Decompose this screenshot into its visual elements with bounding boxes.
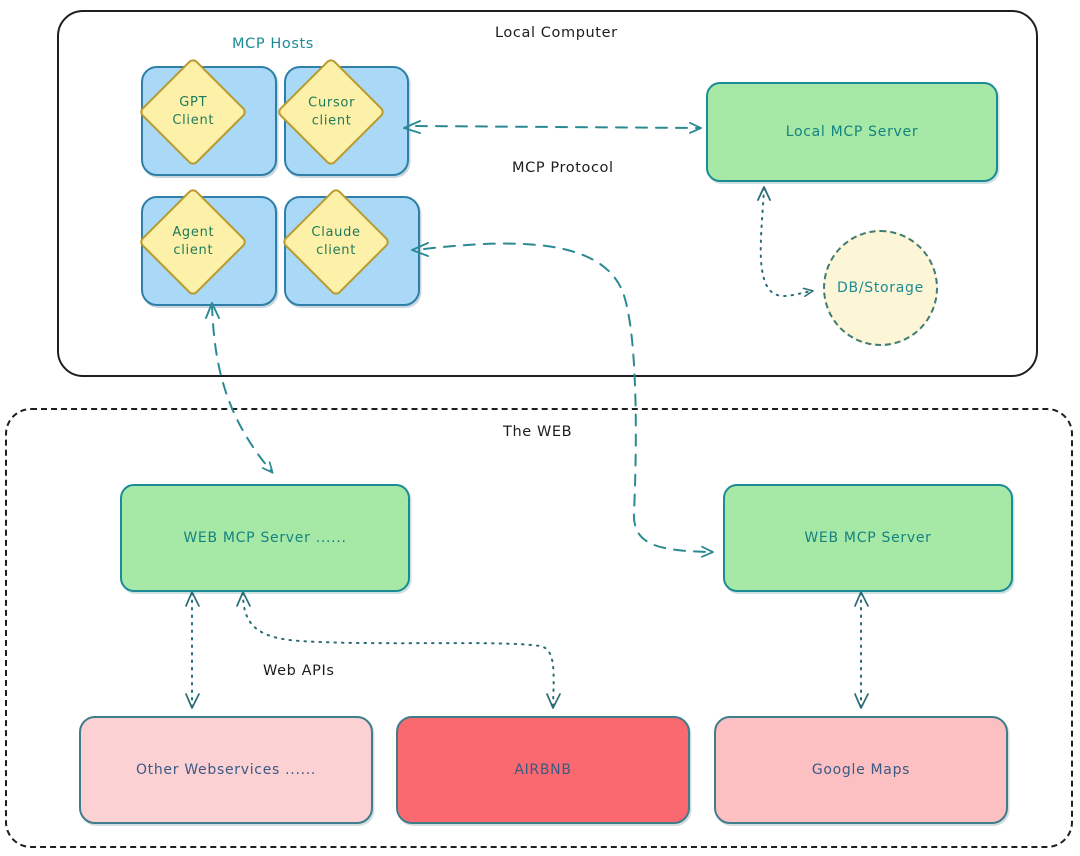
google-maps-label: Google Maps: [811, 761, 911, 778]
local-mcp-server-box[interactable]: Local MCP Server: [706, 82, 998, 182]
mcp-hosts-label: MCP Hosts: [232, 36, 314, 52]
web-mcp-server-left-label: WEB MCP Server ......: [183, 529, 347, 546]
local-mcp-server-label: Local MCP Server: [785, 123, 919, 140]
other-webservices-box[interactable]: Other Webservices ......: [79, 716, 373, 824]
mcp-protocol-label: MCP Protocol: [512, 160, 614, 176]
airbnb-box[interactable]: AIRBNB: [396, 716, 690, 824]
local-computer-label: Local Computer: [495, 25, 618, 41]
web-mcp-server-right-box[interactable]: WEB MCP Server: [723, 484, 1013, 592]
google-maps-box[interactable]: Google Maps: [714, 716, 1008, 824]
web-apis-label: Web APIs: [263, 663, 335, 679]
db-storage-label: DB/Storage: [837, 279, 924, 296]
db-storage-circle[interactable]: DB/Storage: [823, 230, 938, 346]
the-web-label: The WEB: [503, 424, 573, 440]
airbnb-label: AIRBNB: [514, 761, 572, 778]
web-mcp-server-right-label: WEB MCP Server: [804, 529, 932, 546]
web-mcp-server-left-box[interactable]: WEB MCP Server ......: [120, 484, 410, 592]
other-webservices-label: Other Webservices ......: [135, 761, 317, 778]
